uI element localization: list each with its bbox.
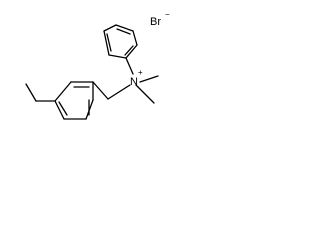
n-benzyl-bond (107, 84, 131, 100)
bromide-charge: − (165, 10, 170, 19)
tolyl-methyl-bond-2 (25, 83, 37, 102)
nitrogen-label: N (130, 76, 138, 88)
bromide-label: Br (150, 16, 161, 28)
nitrogen-charge: + (138, 68, 143, 77)
n-phenyl-bond (125, 57, 134, 75)
structure-diagram: N + Br − (25, 10, 170, 120)
n-methyl-bond-1 (139, 75, 159, 83)
n-methyl-bond-2 (135, 84, 155, 104)
tolyl-ring (54, 81, 109, 120)
phenyl-ring (103, 24, 138, 59)
